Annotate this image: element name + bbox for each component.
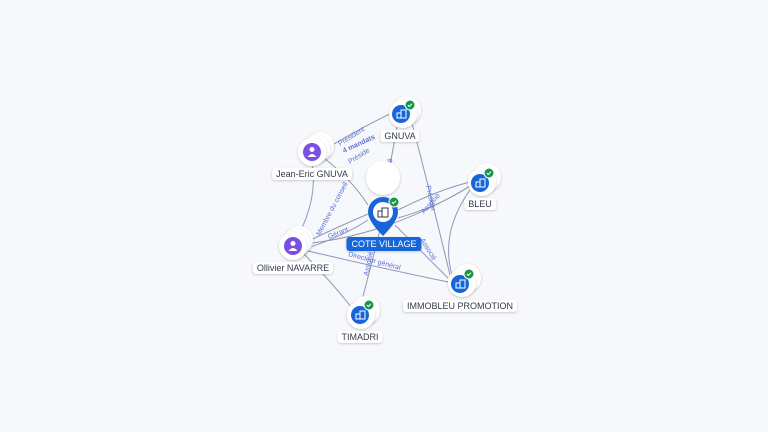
person-icon: [307, 147, 317, 157]
node-bleu[interactable]: [468, 163, 501, 196]
edge-center-bleu: [397, 181, 471, 211]
node-cote-village[interactable]: [366, 161, 401, 236]
check-badge-icon: [463, 268, 475, 280]
node-label-timadri[interactable]: TIMADRI: [337, 331, 383, 343]
node-label-gnuva[interactable]: GNUVA: [380, 130, 420, 142]
node-gnuva[interactable]: [389, 96, 421, 128]
edge-ollivier-immobleu: [303, 249, 449, 283]
check-badge-icon: [404, 99, 416, 111]
building-icon: [396, 109, 407, 119]
edge-jeaneric-center: [323, 157, 369, 206]
edge-center-immobleu: [394, 224, 449, 279]
edge-label-associe-timadri: Associé: [363, 251, 375, 277]
building-icon: [455, 279, 466, 289]
node-label-immobleu[interactable]: IMMOBLEU PROMOTION: [402, 300, 518, 312]
check-badge-icon: [483, 167, 495, 179]
building-icon: [355, 310, 366, 320]
edge-timadri-center: [361, 229, 381, 301]
building-icon: [377, 207, 389, 218]
node-immobleu-promotion[interactable]: [448, 264, 481, 297]
node-label-ollivier[interactable]: Ollivier NAVARRE: [252, 262, 334, 274]
node-jean-eric-gnuva[interactable]: [298, 132, 334, 166]
node-label-jean-eric[interactable]: Jean-Eric GNUVA: [272, 168, 352, 180]
edge-ollivier-timadri: [301, 251, 353, 309]
building-icon: [475, 178, 486, 188]
node-ollivier-navarre[interactable]: [279, 226, 313, 260]
node-label-bleu[interactable]: BLEU: [464, 198, 496, 210]
person-icon: [288, 241, 298, 251]
node-label-cote-village[interactable]: COTE VILLAGE: [346, 237, 422, 251]
node-timadri[interactable]: [347, 296, 380, 329]
check-badge-icon: [363, 299, 375, 311]
check-badge-icon: [388, 196, 400, 208]
